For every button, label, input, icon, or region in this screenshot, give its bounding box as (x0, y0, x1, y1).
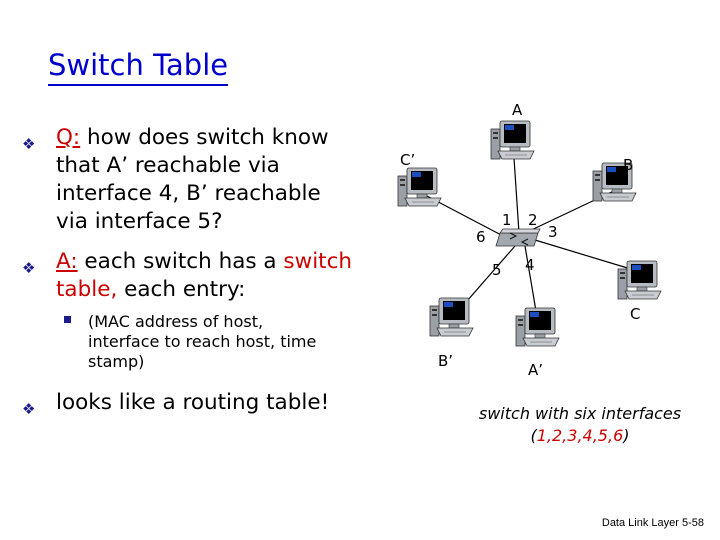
answer-text-b: each entry: (117, 277, 245, 302)
question-label: Q: (56, 125, 80, 150)
diagram-caption: switch with six interfaces (1,2,3,4,5,6) (440, 403, 720, 447)
host-c-prime-label: C’ (400, 151, 415, 169)
host-a-prime-label: A’ (528, 361, 543, 379)
bullet-mark-icon: ❖ (22, 254, 35, 282)
slide-footer: Data Link Layer 5-58 (602, 517, 704, 529)
port-3-label: 3 (548, 223, 558, 241)
switch-diagram: A B C A’ B’ C’ 1 2 3 4 5 6 (380, 95, 710, 385)
bullet-mark-icon: ❖ (22, 395, 35, 423)
routing-text: looks like a routing table! (56, 389, 356, 417)
port-5-label: 5 (492, 261, 502, 279)
host-b-prime-label: B’ (438, 352, 453, 370)
answer-text-a: each switch has a (78, 249, 284, 274)
caption-interface-numbers: 1,2,3,4,5,6 (537, 426, 624, 445)
caption-close-paren: ) (623, 426, 629, 445)
port-6-label: 6 (476, 228, 486, 246)
port-4-label: 4 (525, 256, 535, 274)
host-a-icon (491, 121, 534, 159)
switch-icon (496, 229, 540, 246)
question-text: how does switch know that A’ reachable v… (56, 125, 329, 234)
port-1-label: 1 (502, 211, 512, 229)
host-c-prime-icon (398, 168, 441, 206)
sub-bullet-mark-icon (64, 316, 71, 323)
host-c-label: C (630, 305, 640, 323)
bullet-mark-icon: ❖ (22, 130, 35, 158)
answer-label: A: (56, 249, 78, 274)
caption-line-1: switch with six interfaces (440, 403, 720, 425)
host-b-prime-icon (430, 298, 473, 336)
host-a-prime-icon (516, 308, 559, 346)
port-2-label: 2 (528, 211, 538, 229)
sub-bullet-text: (MAC address of host, interface to reach… (88, 312, 338, 372)
slide-title: Switch Table (48, 50, 228, 86)
host-b-label: B (623, 156, 633, 174)
host-a-label: A (512, 101, 523, 119)
